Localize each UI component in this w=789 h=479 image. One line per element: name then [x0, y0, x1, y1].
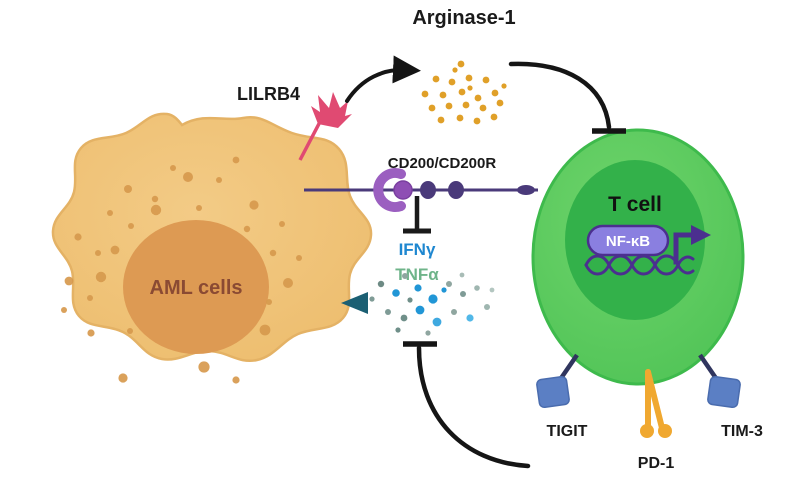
tim3-label: TIM-3 [721, 423, 763, 440]
cd200-bead-2-icon [448, 181, 464, 199]
aml-granules [61, 156, 302, 384]
arginase-inhibits-tcell [508, 61, 626, 134]
pd1-stalk-right [645, 369, 665, 431]
pd1-foot-right-icon [658, 424, 672, 438]
lilrb4-receptor[interactable]: LILRB4 [237, 84, 352, 161]
arginase-1-molecules-icon [421, 60, 507, 125]
cd200-membrane-anchor-icon [517, 185, 535, 195]
tigit-receptor[interactable]: TIGIT [536, 353, 588, 440]
cd200-axis[interactable]: CD200/CD200R [304, 155, 538, 234]
lilrb4-to-arginase-arrow [345, 55, 421, 103]
lilrb4-stalk [298, 117, 324, 161]
cd200-label: CD200/CD200R [388, 155, 497, 172]
cytokine-secretion-arrow [341, 292, 540, 314]
cd200-ligand-bead-icon [393, 180, 413, 200]
arginase-1-node[interactable]: Arginase-1 [412, 7, 516, 125]
nfkb-capsule [586, 224, 670, 257]
tigit-label: TIGIT [547, 423, 588, 440]
tim3-receptor[interactable]: TIM-3 [698, 353, 763, 440]
cd200-bead-1-icon [420, 181, 436, 199]
arginase-1-label: Arginase-1 [412, 7, 515, 29]
checkpoint-receptors[interactable]: TIGIT PD-1 TIM-3 [536, 353, 763, 472]
ifng-label: IFNγ [399, 240, 436, 259]
checkpoint-inhibits-cytokines [403, 341, 531, 469]
aml-nucleus [123, 220, 269, 354]
t-cell-label: T cell [608, 193, 662, 216]
pd1-label: PD-1 [638, 455, 675, 472]
tnfa-label: TNFα [395, 265, 439, 284]
pd1-foot-left-icon [640, 424, 654, 438]
nfkb-label: NF-κB [606, 233, 650, 250]
aml-cells-label: AML cells [150, 277, 243, 299]
nfkb-node[interactable]: NF-κB [586, 224, 670, 257]
cd200-receptor-icon [373, 168, 406, 212]
tim3-head-icon [707, 375, 741, 409]
cytokine-labels: IFNγ TNFα [395, 240, 439, 284]
lilrb4-label: LILRB4 [237, 84, 300, 104]
aml-cell[interactable]: AML cells [51, 112, 373, 384]
cytokine-particles-icon [369, 272, 495, 336]
pd1-receptor[interactable]: PD-1 [638, 369, 675, 472]
t-cell[interactable]: T cell NF-κB [531, 128, 745, 386]
lilrb4-head-icon [311, 92, 352, 128]
transcription-arrow-icon [673, 225, 711, 265]
tigit-head-icon [536, 375, 570, 409]
